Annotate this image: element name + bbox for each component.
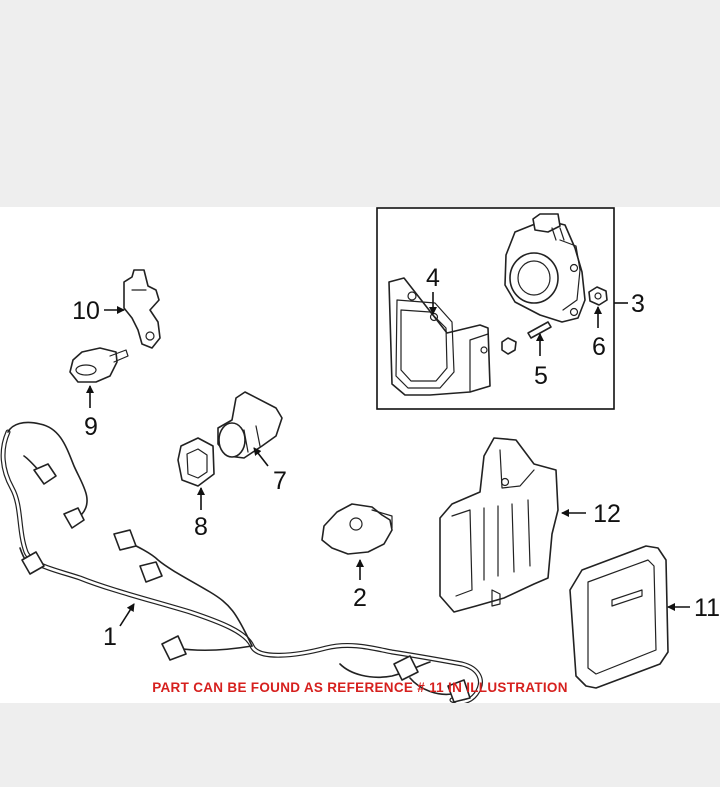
callout-4-label: 4 — [426, 264, 440, 292]
connector-e — [140, 562, 162, 582]
callout-3: 3 — [614, 290, 645, 318]
connector-a — [34, 464, 56, 484]
callout-2-label: 2 — [353, 584, 367, 612]
part-7-holder[interactable] — [218, 392, 282, 458]
callout-9: 9 — [84, 386, 98, 441]
part-9-sensor[interactable] — [70, 348, 128, 382]
reference-note: PART CAN BE FOUND AS REFERENCE # 11 IN I… — [0, 680, 720, 695]
callout-6-label: 6 — [592, 333, 606, 361]
callout-7: 7 — [254, 448, 287, 495]
callout-10-label: 10 — [72, 297, 100, 325]
callout-11-label: 11 — [694, 594, 720, 622]
part-8-grommet[interactable] — [178, 438, 214, 486]
part-2-sensor[interactable] — [322, 504, 392, 554]
callout-3-label: 3 — [631, 290, 645, 318]
parts-diagram: 1 2 3 4 5 6 7 8 9 10 11 12 — [0, 207, 720, 703]
part-10-bracket[interactable] — [124, 270, 160, 348]
bottom-gray-band — [0, 703, 720, 787]
part-11-control-module[interactable] — [570, 546, 668, 688]
callout-8-label: 8 — [194, 513, 208, 541]
callout-7-label: 7 — [273, 467, 287, 495]
connector-b — [64, 508, 84, 528]
callout-12: 12 — [562, 500, 621, 528]
callout-1-label: 1 — [103, 623, 117, 651]
part-1-wiring-harness[interactable] — [3, 422, 480, 702]
callout-10: 10 — [72, 297, 124, 325]
callout-8: 8 — [194, 488, 208, 541]
part-12-module-bracket[interactable] — [440, 438, 558, 612]
connector-d — [114, 530, 136, 550]
callout-1: 1 — [103, 604, 134, 651]
connector-g — [394, 656, 418, 680]
callout-9-label: 9 — [84, 413, 98, 441]
part-6-nut[interactable] — [589, 287, 607, 305]
top-gray-band — [0, 0, 720, 207]
callout-11: 11 — [668, 594, 720, 622]
callout-5-label: 5 — [534, 362, 548, 390]
callout-12-label: 12 — [593, 500, 621, 528]
callout-2: 2 — [353, 560, 367, 612]
connector-f — [162, 636, 186, 660]
